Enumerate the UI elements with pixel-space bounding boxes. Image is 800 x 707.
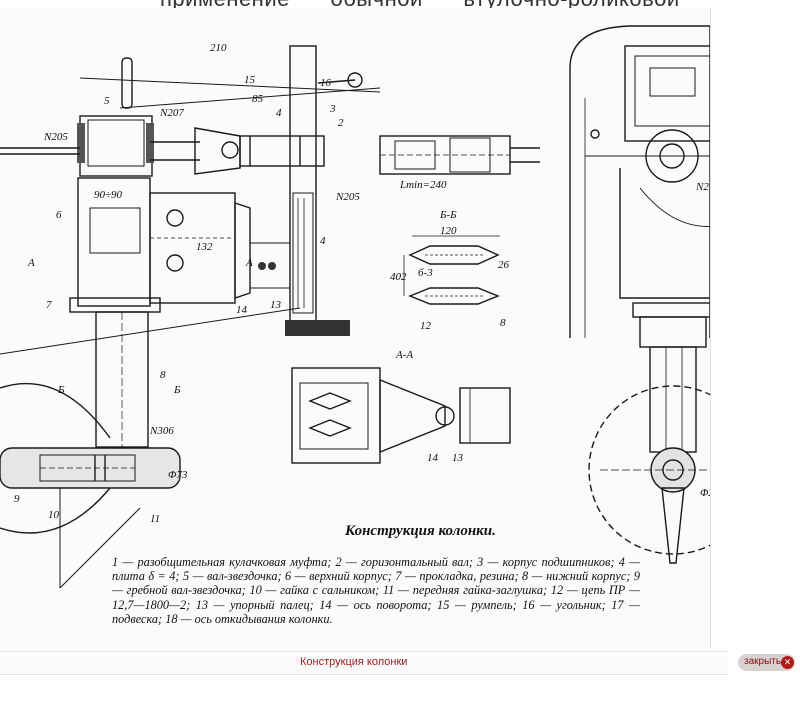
column-body — [0, 177, 301, 589]
label-14: 14 — [236, 304, 248, 316]
figure-image-area — [0, 8, 711, 648]
close-button-label: закрыть — [744, 656, 782, 667]
dim-85: 85 — [252, 93, 264, 105]
label-n205-left: N205 — [43, 131, 68, 143]
viewer-caption: Конструкция колонки — [300, 656, 408, 668]
label-9: 9 — [14, 493, 20, 505]
technical-drawing: 2 3 4 4 4 5 6 7 8 9 10 11 12 13 13 14 14… — [0, 25, 710, 589]
upper-shaft-assembly — [0, 45, 540, 336]
viewer-caption-bar: Конструкция колонки — [0, 651, 728, 675]
dim-120: 120 — [440, 225, 457, 237]
drawing-labels: 2 3 4 4 4 5 6 7 8 9 10 11 12 13 13 14 14… — [14, 42, 710, 525]
section-aa — [291, 367, 511, 464]
label-14b: 14 — [427, 452, 439, 464]
dim-lmin-240: Lmin=240 — [399, 179, 447, 191]
label-16: 16 — [320, 77, 332, 89]
section-label-bb: Б-Б — [439, 209, 457, 221]
close-button[interactable]: закрыть ✕ — [738, 654, 795, 671]
label-5: 5 — [104, 95, 110, 107]
label-n207: N207 — [159, 107, 184, 119]
dim-210: 210 — [210, 42, 227, 54]
label-3: 3 — [329, 103, 336, 115]
label-n306: N306 — [149, 425, 174, 437]
dim-402: 402 — [390, 271, 407, 283]
label-8b: 8 — [500, 317, 506, 329]
label-6: 6 — [56, 209, 62, 221]
label-4: 4 — [276, 107, 282, 119]
label-n205-right: N205 — [335, 191, 360, 203]
label-13: 13 — [270, 299, 282, 311]
section-bb — [403, 235, 500, 305]
dim-26: 26 — [498, 259, 510, 271]
dim-132: 132 — [196, 241, 213, 253]
close-icon[interactable]: ✕ — [781, 656, 794, 669]
cut-marker-b-left: Б — [57, 384, 65, 396]
label-11: 11 — [150, 513, 160, 525]
label-7: 7 — [46, 299, 52, 311]
cut-marker-a-left: А — [27, 257, 35, 269]
dim-260: Φ260 — [700, 487, 710, 499]
figure-title: Конструкция колонки. — [345, 523, 496, 539]
section-label-aa: А-А — [395, 349, 413, 361]
front-view — [569, 25, 710, 564]
label-12: 12 — [420, 320, 432, 332]
label-13b: 13 — [452, 452, 464, 464]
label-8: 8 — [160, 369, 166, 381]
page-text-strip: применение обычной втулочно-роликовой — [0, 0, 800, 16]
label-10: 10 — [48, 509, 60, 521]
page-text-fragment: применение обычной втулочно-роликовой — [160, 0, 680, 12]
dim-73: Φ73 — [168, 469, 188, 481]
label-4b: 4 — [320, 235, 326, 247]
label-n204: N204 — [695, 181, 710, 193]
figure-legend: 1 — разобщительная кулачковая муфта; 2 —… — [112, 555, 640, 626]
label-b3: б-3 — [418, 267, 433, 279]
label-2: 2 — [338, 117, 344, 129]
label-15: 15 — [244, 74, 256, 86]
dim-90x90: 90÷90 — [94, 189, 123, 201]
cut-marker-a-right: А — [245, 257, 253, 269]
cut-marker-b-right: Б — [173, 384, 181, 396]
